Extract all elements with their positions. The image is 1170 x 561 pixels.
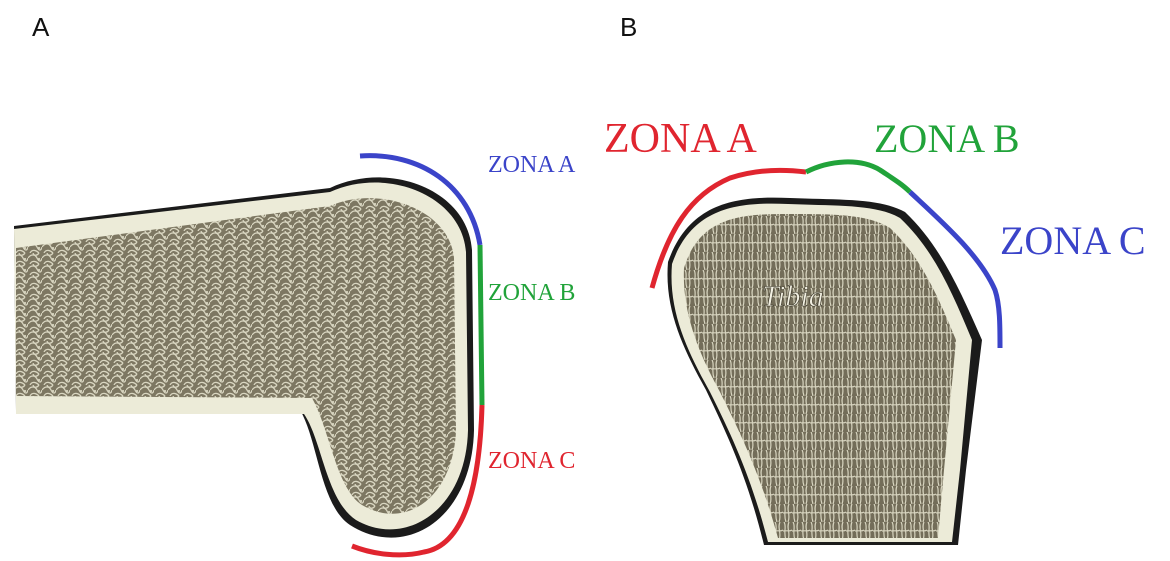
panel-b-bone [667, 198, 982, 545]
panel-b-zone-c-label: ZONA C [1000, 218, 1146, 263]
panel-a-zone-a-label: ZONA A [488, 152, 576, 178]
tibia-label: Tibia [762, 280, 824, 313]
panel-a-zone-b-label: ZONA B [488, 280, 575, 306]
bone-b-trabecular [684, 214, 956, 538]
panel-b-zone-b-arc [806, 162, 910, 192]
bone-a-trabecular [16, 198, 456, 514]
panel-a-zone-b-arc [480, 245, 482, 405]
panel-a-zone-c-label: ZONA C [488, 448, 575, 474]
panel-b-zone-b-label: ZONA B [874, 116, 1020, 161]
panel-a-bone [14, 177, 474, 537]
panel-b-zone-a-label: ZONA A [604, 116, 758, 162]
